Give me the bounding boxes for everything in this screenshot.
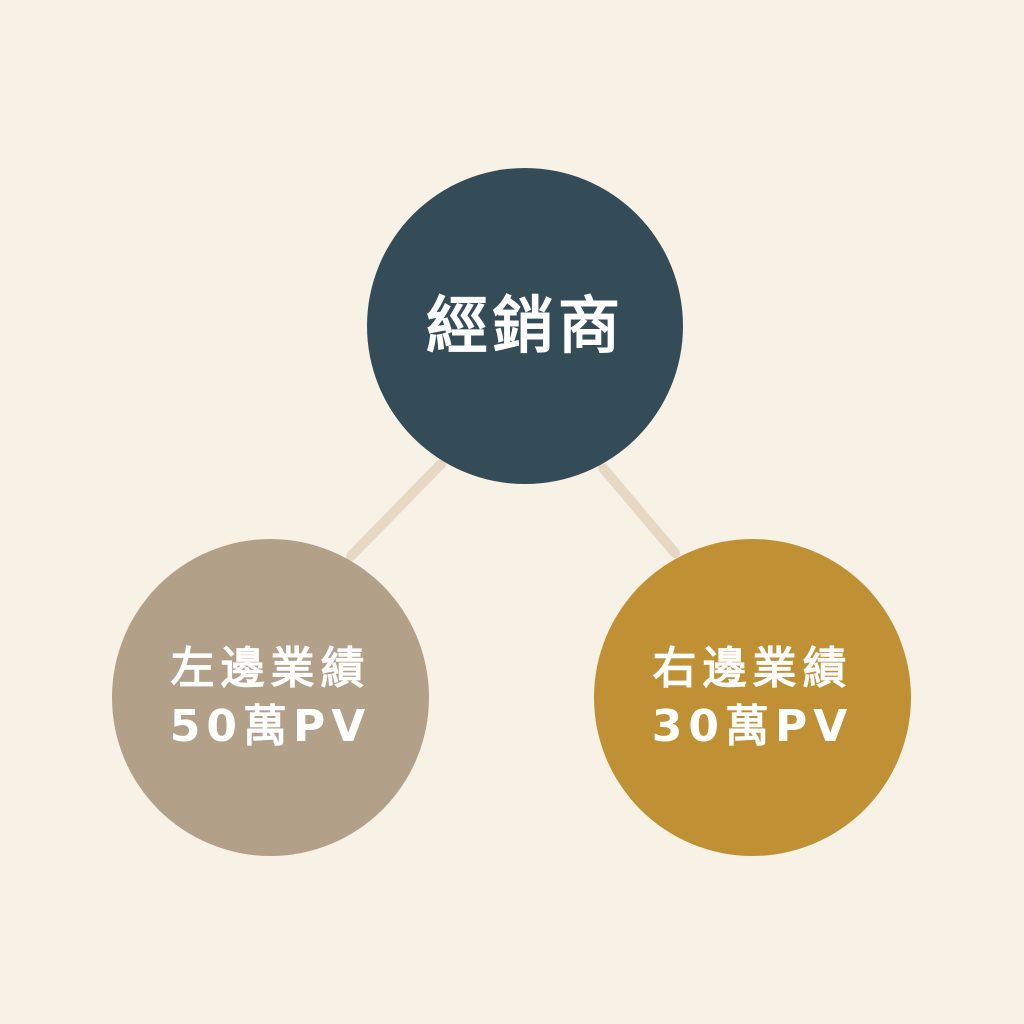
- left-performance-value: 50萬PV: [169, 700, 372, 752]
- right-performance-node: 右邊業績 30萬PV: [594, 539, 911, 856]
- left-performance-title: 左邊業績: [170, 643, 371, 695]
- right-performance-value: 30萬PV: [651, 700, 854, 752]
- connector-right: [598, 463, 680, 558]
- distributor-node: 經銷商: [367, 168, 683, 484]
- right-performance-title: 右邊業績: [652, 643, 853, 695]
- left-performance-node: 左邊業績 50萬PV: [112, 539, 429, 856]
- connector-left: [346, 459, 446, 561]
- distributor-label: 經銷商: [425, 289, 624, 362]
